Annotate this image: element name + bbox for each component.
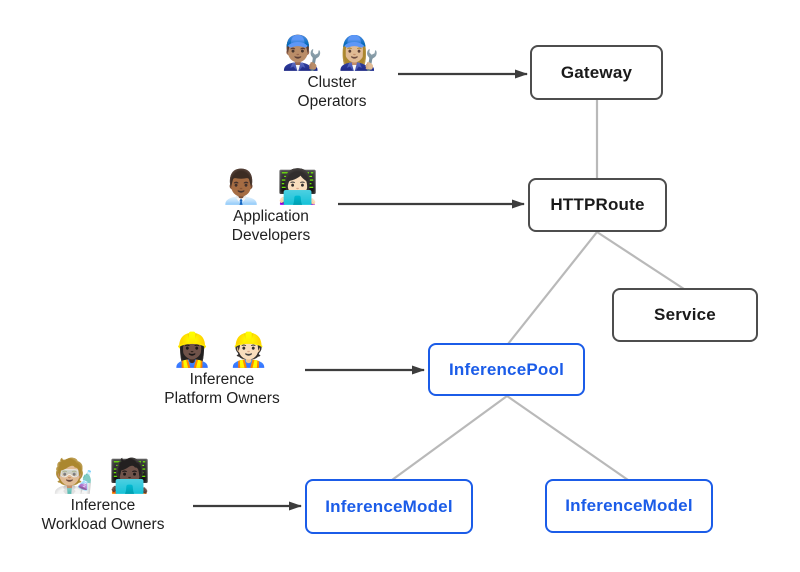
edge-inferencepool-inferencemodel-left [391, 395, 508, 481]
edge-httproute-service [596, 231, 685, 290]
persona-inference-workload-owners: 🧑🏼‍🔬 🧑🏿‍💻 Inference Workload Owners [23, 456, 183, 534]
construction-workers-emoji-icon: 👷🏿‍♀️ 👷🏻 [171, 331, 273, 368]
persona-label-line: Operators [297, 92, 367, 110]
node-gateway: Gateway [530, 45, 663, 100]
persona-label-line: Workload Owners [41, 515, 165, 533]
node-service: Service [612, 288, 758, 342]
persona-label-line: Application [233, 207, 309, 225]
persona-inference-platform-owners: 👷🏿‍♀️ 👷🏻 Inference Platform Owners [142, 330, 302, 408]
persona-label-line: Inference [70, 496, 136, 514]
node-httproute: HTTPRoute [528, 178, 667, 232]
edge-inferencepool-inferencemodel-right [506, 395, 629, 481]
node-inferencemodel-right: InferenceModel [545, 479, 713, 533]
persona-label-line: Platform Owners [164, 389, 280, 407]
node-inferencemodel-left: InferenceModel [305, 479, 473, 534]
edge-httproute-inferencepool [507, 231, 598, 345]
developers-emoji-icon: 👨🏾‍💼 👩🏻‍💻 [220, 168, 322, 205]
persona-application-developers: 👨🏾‍💼 👩🏻‍💻 Application Developers [191, 167, 351, 245]
persona-cluster-operators: 👨🏽‍🔧 👩🏼‍🔧 Cluster Operators [252, 33, 412, 111]
persona-label-line: Inference [189, 370, 255, 388]
scientist-technologist-emoji-icon: 🧑🏼‍🔬 🧑🏿‍💻 [52, 457, 154, 494]
node-inferencepool: InferencePool [428, 343, 585, 396]
mechanics-emoji-icon: 👨🏽‍🔧 👩🏼‍🔧 [281, 34, 383, 71]
persona-label-line: Developers [231, 226, 311, 244]
persona-label-line: Cluster [307, 73, 357, 91]
